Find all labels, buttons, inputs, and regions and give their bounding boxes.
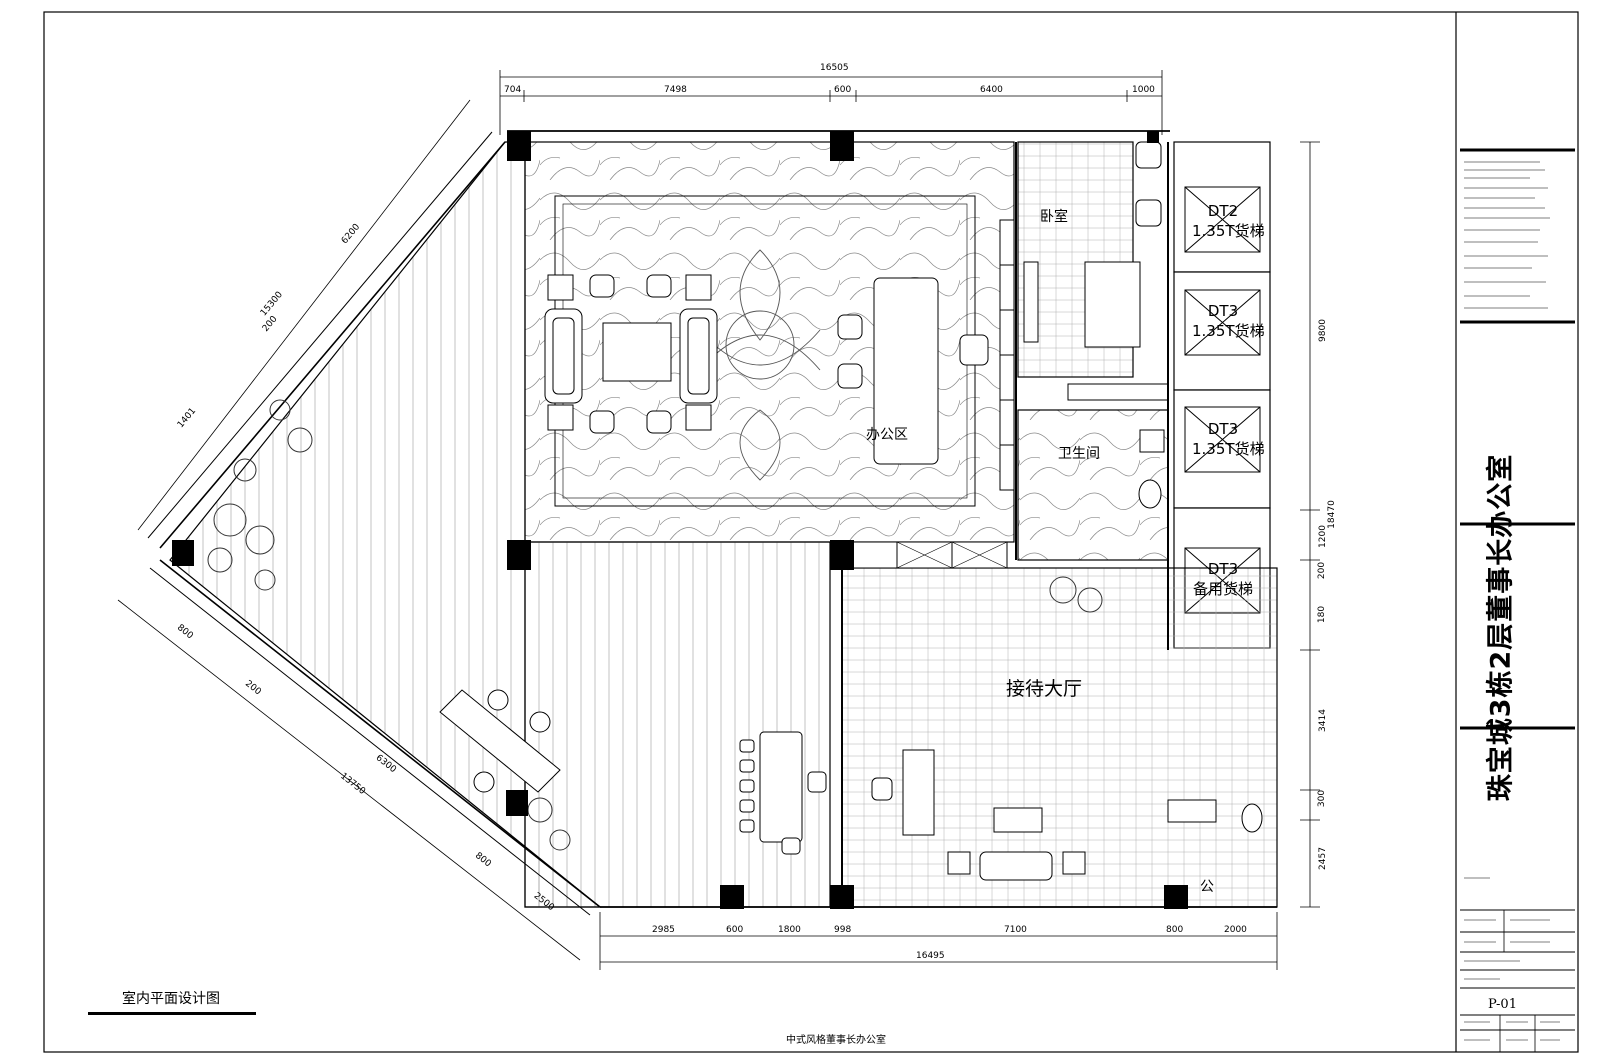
elevator-type: 备用货梯: [1192, 579, 1253, 598]
executive-desk: [837, 277, 989, 465]
dim-bottom-seg: 2985: [652, 925, 675, 935]
dim-right-seg: 2457: [1317, 847, 1328, 870]
dim-right-seg: 3414: [1317, 709, 1328, 732]
page-border: [43, 11, 1579, 1053]
dim-bottom-seg: 1800: [778, 925, 801, 935]
elevator-label: DT3 1.35T货梯: [1192, 420, 1265, 459]
wing-reception-desk: [439, 689, 561, 793]
landscape-planting: [207, 399, 1103, 851]
elevator-type: 货梯: [1234, 439, 1265, 458]
corridor-floor: [524, 541, 831, 908]
office-floor: [524, 141, 1015, 543]
dim-right-seg: 200: [1317, 561, 1328, 580]
dim-bottom-seg: 600: [726, 925, 744, 935]
room-label-office: 办公区: [866, 427, 908, 443]
elevator-label: DT3 备用货梯: [1192, 560, 1254, 599]
reception-furniture: [871, 749, 1263, 881]
dim-bottom-seg: 800: [1166, 925, 1184, 935]
room-label-reception: 接待大厅: [1006, 678, 1083, 700]
elevator-label: DT2 1.35T货梯: [1192, 202, 1265, 241]
dim-right-seg: 180: [1317, 605, 1328, 624]
drawing-name: 室内平面设计图: [122, 991, 220, 1007]
elevator-code: DT3: [1207, 302, 1239, 320]
drawing-name-underline: [88, 1012, 256, 1015]
elevator-code: DT3: [1207, 560, 1239, 578]
dimension-lines: [117, 70, 1320, 970]
dim-top-seg: 600: [834, 85, 852, 95]
elevator-code: DT2: [1207, 202, 1239, 220]
room-label-bathroom: 卫生间: [1058, 446, 1100, 462]
bar-counter: [739, 731, 827, 855]
project-title: 珠宝城3栋2层董事长办公室: [1466, 453, 1536, 801]
project-title-text: 珠宝城3栋2层董事长办公室: [1485, 453, 1517, 801]
dim-right-total: 18470: [1326, 500, 1337, 529]
dim-top-seg: 704: [504, 85, 522, 95]
elevator-type: 货梯: [1234, 321, 1265, 340]
dim-top-total: 16505: [820, 63, 849, 73]
elevator-capacity: 1.35T: [1192, 221, 1235, 240]
sheet-number: P-01: [1488, 997, 1517, 1012]
dim-right-seg: 300: [1317, 789, 1328, 808]
title-block: [1455, 12, 1575, 1052]
room-label-bedroom: 卧室: [1040, 209, 1068, 225]
dim-bottom-total: 16495: [916, 951, 945, 961]
dim-bottom-seg: 7100: [1004, 925, 1027, 935]
dim-bottom-seg: 998: [834, 925, 852, 935]
elevator-label: DT3 1.35T货梯: [1192, 302, 1265, 341]
sofa-set: [544, 274, 718, 434]
elevator-capacity: 1.35T: [1192, 439, 1235, 458]
dim-right-seg: 9800: [1317, 319, 1328, 342]
reception-floor: [841, 567, 1278, 908]
drawing-caption: 中式风格董事长办公室: [786, 1035, 886, 1046]
room-label-public-wc: 公: [1200, 879, 1214, 895]
dim-top-seg: 6400: [980, 85, 1003, 95]
dim-top-seg: 1000: [1132, 85, 1155, 95]
dim-top-seg: 7498: [664, 85, 687, 95]
elevator-capacity: 1.35T: [1192, 321, 1235, 340]
elevator-type: 货梯: [1234, 221, 1265, 240]
elevator-code: DT3: [1207, 420, 1239, 438]
dim-bottom-seg: 2000: [1224, 925, 1247, 935]
